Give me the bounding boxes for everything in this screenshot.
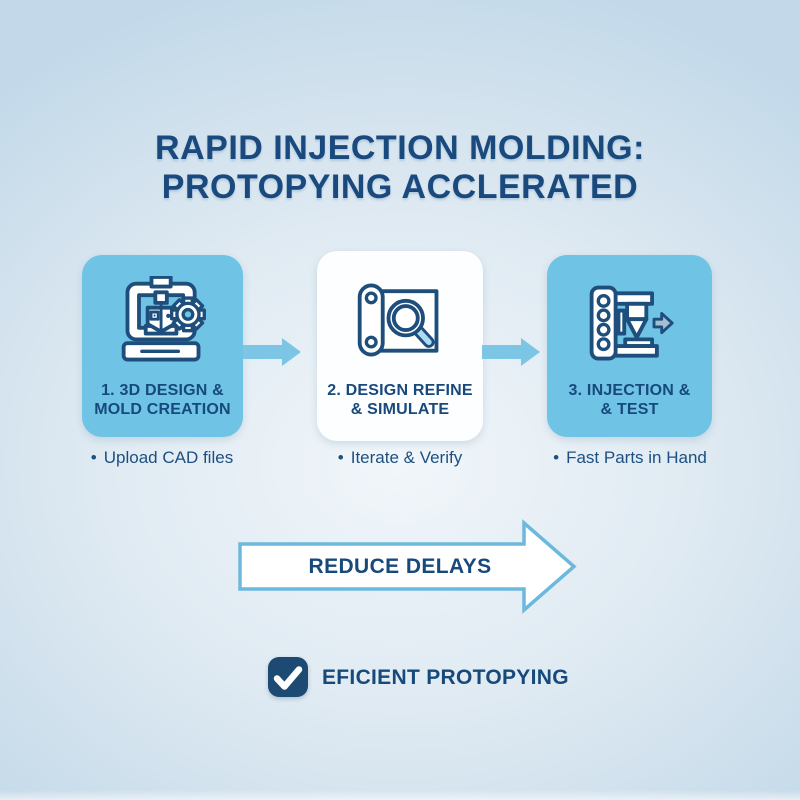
step-2-title: 2. DESIGN REFINE & SIMULATE (317, 381, 483, 419)
step-1-title-line-1: 1. 3D DESIGN & (101, 382, 224, 399)
bullet-dot-icon: • (90, 448, 97, 467)
step-3-bullet: • Fast Parts in Hand (520, 448, 740, 468)
step-1-bullet: • Upload CAD files (52, 448, 272, 468)
step-1-title: 1. 3D DESIGN & MOLD CREATION (82, 381, 243, 419)
step-3-title: 3. INJECTION & & TEST (547, 381, 712, 419)
step-3-bullet-text: Fast Parts in Hand (566, 448, 707, 467)
step-card-2: 2. DESIGN REFINE & SIMULATE (317, 251, 483, 441)
step-2-bullet: • Iterate & Verify (290, 448, 510, 468)
flow-arrow-shaft (482, 345, 521, 359)
step-3-title-line-2: & TEST (600, 401, 659, 418)
reduce-delays-label: REDUCE DELAYS (308, 555, 492, 578)
footer-label: EFICIENT PROTOPYING (322, 666, 569, 689)
step-1-title-line-2: MOLD CREATION (94, 401, 231, 418)
step-2-title-line-1: 2. DESIGN REFINE (327, 382, 473, 399)
step-2-bullet-text: Iterate & Verify (350, 448, 463, 467)
printer-gear-icon (115, 276, 211, 372)
step-card-3: 3. INJECTION & & TEST (547, 255, 712, 437)
page-title: RAPID INJECTION MOLDING: PROTOPYING ACCL… (0, 129, 800, 207)
flow-arrow-head (521, 338, 540, 366)
step-card-1: 1. 3D DESIGN & MOLD CREATION (82, 255, 243, 437)
step-2-title-line-2: & SIMULATE (350, 401, 450, 418)
flow-arrow-icon (243, 338, 301, 367)
checkbox-icon (268, 657, 308, 697)
page-title-line-2: PROTOPYING ACCLERATED (161, 168, 639, 206)
molding-machine-icon (582, 276, 678, 372)
step-1-bullet-text: Upload CAD files (103, 448, 234, 467)
flow-arrow-icon (482, 338, 540, 367)
checkmark-icon (273, 666, 303, 690)
bullet-dot-icon: • (337, 448, 344, 467)
flow-arrow-head (282, 338, 301, 366)
step-3-title-line-1: 3. INJECTION & (568, 382, 691, 399)
bullet-dot-icon: • (553, 448, 560, 467)
blueprint-magnifier-icon (352, 272, 448, 368)
flow-arrow-shaft (243, 345, 282, 359)
page-title-line-1: RAPID INJECTION MOLDING: (155, 129, 645, 167)
reduce-delays-arrow-icon (236, 519, 580, 615)
